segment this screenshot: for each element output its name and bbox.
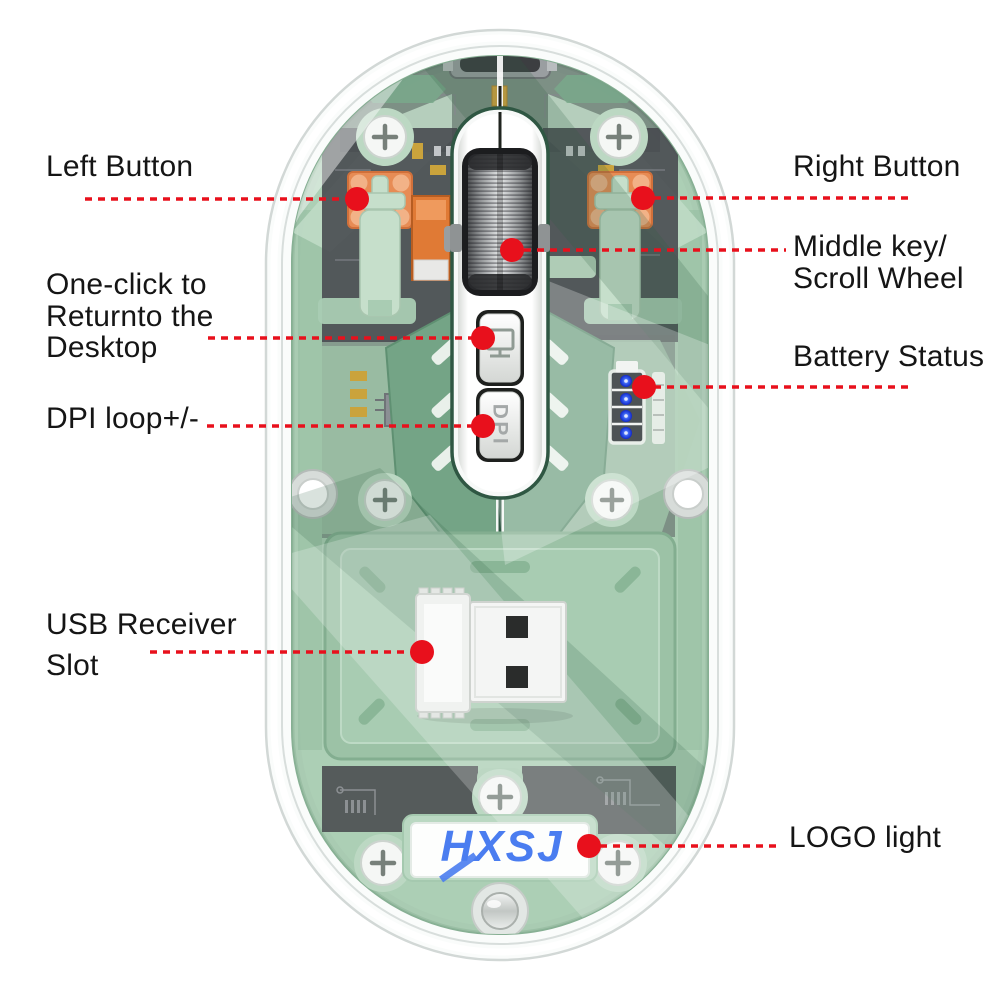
marker-middle-key xyxy=(500,238,524,262)
screws xyxy=(354,108,648,892)
dpi-button: DPI xyxy=(476,388,524,462)
marker-battery xyxy=(632,375,656,399)
marker-left-button xyxy=(345,187,369,211)
marker-right-button xyxy=(631,186,655,210)
left-encoder-component xyxy=(411,195,456,281)
marker-one-click xyxy=(471,326,495,350)
scroll-wheel xyxy=(450,148,550,296)
logo-plate: HXSJ xyxy=(410,822,590,883)
label-battery: Battery Status xyxy=(793,340,985,373)
bottom-sensor-button xyxy=(471,882,529,934)
battery-leds xyxy=(620,375,632,439)
marker-logo-light xyxy=(577,834,601,858)
label-logo-light: LOGO light xyxy=(789,821,942,854)
right-button-switch xyxy=(587,171,653,321)
label-left-button: Left Button xyxy=(46,150,194,183)
marker-dpi xyxy=(471,414,495,438)
usb-receiver xyxy=(415,587,573,724)
dpi-button-label: DPI xyxy=(489,404,512,447)
marker-usb xyxy=(410,640,434,664)
label-one-click: One-click to Returnto the Desktop xyxy=(46,268,214,364)
label-middle-key: Middle key/ Scroll Wheel xyxy=(793,230,964,295)
metal-posts xyxy=(292,469,708,519)
battery-indicator xyxy=(608,361,665,445)
logo-tail xyxy=(439,852,478,883)
label-dpi: DPI loop+/- xyxy=(46,402,200,435)
label-right-button: Right Button xyxy=(793,150,961,183)
label-usb: USB Receiver Slot xyxy=(46,608,237,683)
